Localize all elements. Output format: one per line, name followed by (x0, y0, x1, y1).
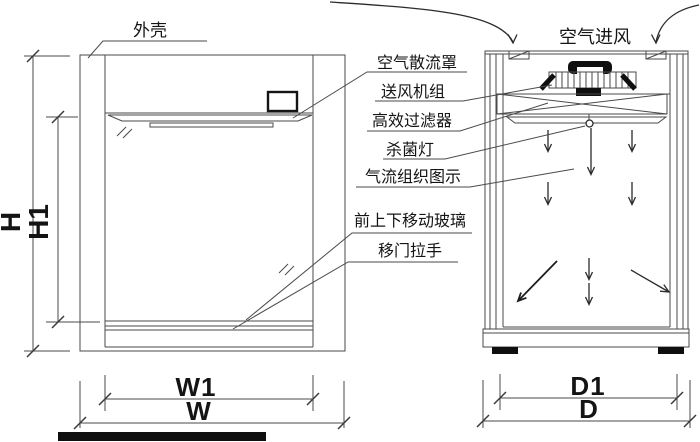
leader-door-handle (232, 261, 458, 330)
intake-vent-right (645, 50, 667, 60)
dimension-w: W (73, 381, 351, 430)
label-uv-lamp: 杀菌灯 (386, 141, 434, 159)
front-lamp-strip (149, 122, 274, 128)
leader-fan-unit (375, 84, 553, 102)
intake-vent-left (508, 50, 530, 60)
intake-arrow-right (650, 4, 700, 45)
label-door-handle: 移门拉手 (378, 242, 442, 260)
leader-air-diffuser (292, 71, 467, 119)
dimension-d1: D1 (493, 371, 684, 410)
dim-h1-text: H1 (23, 204, 54, 240)
leader-moving-glass (245, 232, 472, 321)
front-view (79, 54, 346, 352)
side-diffuser (505, 116, 668, 124)
label-fan-unit: 送风机组 (381, 83, 445, 101)
dim-d1-text: D1 (570, 371, 605, 401)
dim-h-text: H (0, 212, 26, 232)
label-outer-shell: 外壳 (133, 21, 167, 40)
uv-lamp-icon (585, 114, 594, 128)
dim-d-text: D (579, 394, 599, 424)
label-moving-glass: 前上下移动玻璃 (354, 212, 466, 230)
label-hepa-filter: 高效过滤器 (372, 112, 452, 130)
dimension-w1: W1 (98, 372, 320, 411)
dimension-h: H (0, 49, 70, 358)
foot-right (658, 347, 684, 354)
front-diffuser (107, 114, 313, 122)
dim-w1-text: W1 (176, 372, 217, 402)
base-plinth (482, 328, 690, 348)
intake-arrow-left (329, 1, 518, 45)
front-outer-shell (79, 54, 346, 352)
fan-icon (539, 61, 637, 96)
label-air-diffuser: 空气散流罩 (377, 54, 457, 72)
dimension-h1: H1 (23, 110, 100, 329)
dimension-d: D (476, 380, 697, 428)
side-view (329, 1, 700, 354)
airflow-arrows (516, 128, 671, 307)
control-panel (266, 90, 299, 113)
dim-w-text: W (186, 396, 212, 426)
callout-labels: 外壳 空气进风 空气散流罩 送风机组 高效过滤器 杀菌灯 气流组织图示 前上下移… (87, 21, 631, 330)
foot-left (492, 347, 518, 354)
label-airflow-diagram: 气流组织图示 (365, 168, 461, 186)
leader-airflow-diagram (356, 168, 575, 188)
label-air-intake: 空气进风 (559, 27, 631, 47)
leader-uv-lamp (383, 125, 586, 160)
leader-hepa-filter (367, 102, 549, 132)
leader-outer-shell (87, 40, 207, 59)
glass-hatch-top (116, 126, 133, 139)
bottom-black-bar (58, 432, 266, 441)
glass-hatch-bottom (278, 263, 295, 276)
